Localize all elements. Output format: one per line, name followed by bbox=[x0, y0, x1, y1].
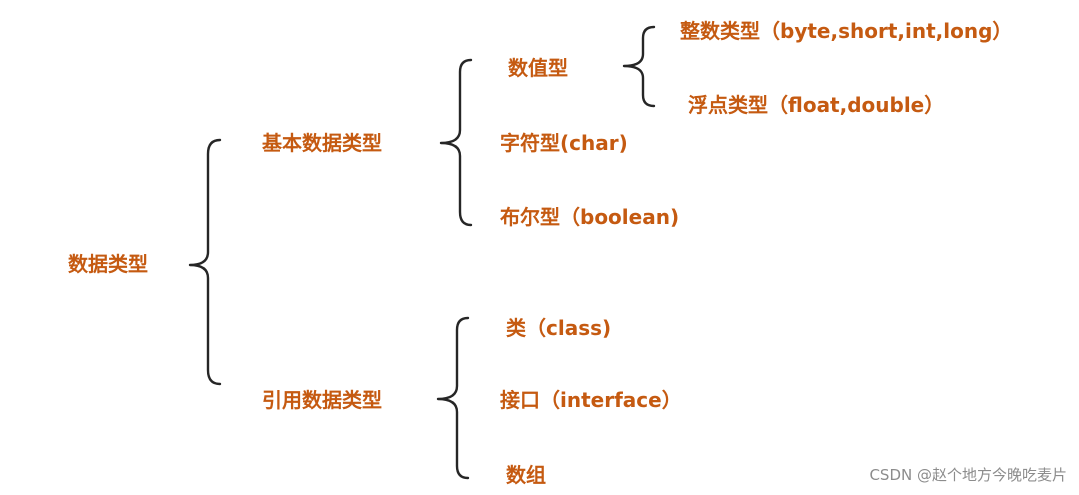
node-interface-type: 接口（interface） bbox=[500, 388, 682, 412]
root-node-data-types: 数据类型 bbox=[68, 252, 148, 276]
node-class-type: 类（class) bbox=[506, 316, 612, 340]
node-char-type: 字符型(char) bbox=[500, 131, 628, 155]
numeric-brace bbox=[622, 25, 656, 108]
reference-brace bbox=[436, 316, 470, 480]
node-reference-types: 引用数据类型 bbox=[262, 388, 382, 412]
node-float-types: 浮点类型（float,double） bbox=[688, 93, 945, 117]
node-numeric-type: 数值型 bbox=[508, 56, 568, 80]
root-brace bbox=[188, 138, 222, 386]
node-integer-types: 整数类型（byte,short,int,long） bbox=[680, 19, 1013, 43]
primitive-brace bbox=[439, 58, 473, 227]
node-array-type: 数组 bbox=[506, 463, 546, 487]
node-primitive-types: 基本数据类型 bbox=[262, 131, 382, 155]
node-boolean-type: 布尔型（boolean) bbox=[500, 205, 680, 229]
csdn-watermark: CSDN @赵个地方今晚吃麦片 bbox=[869, 466, 1067, 484]
